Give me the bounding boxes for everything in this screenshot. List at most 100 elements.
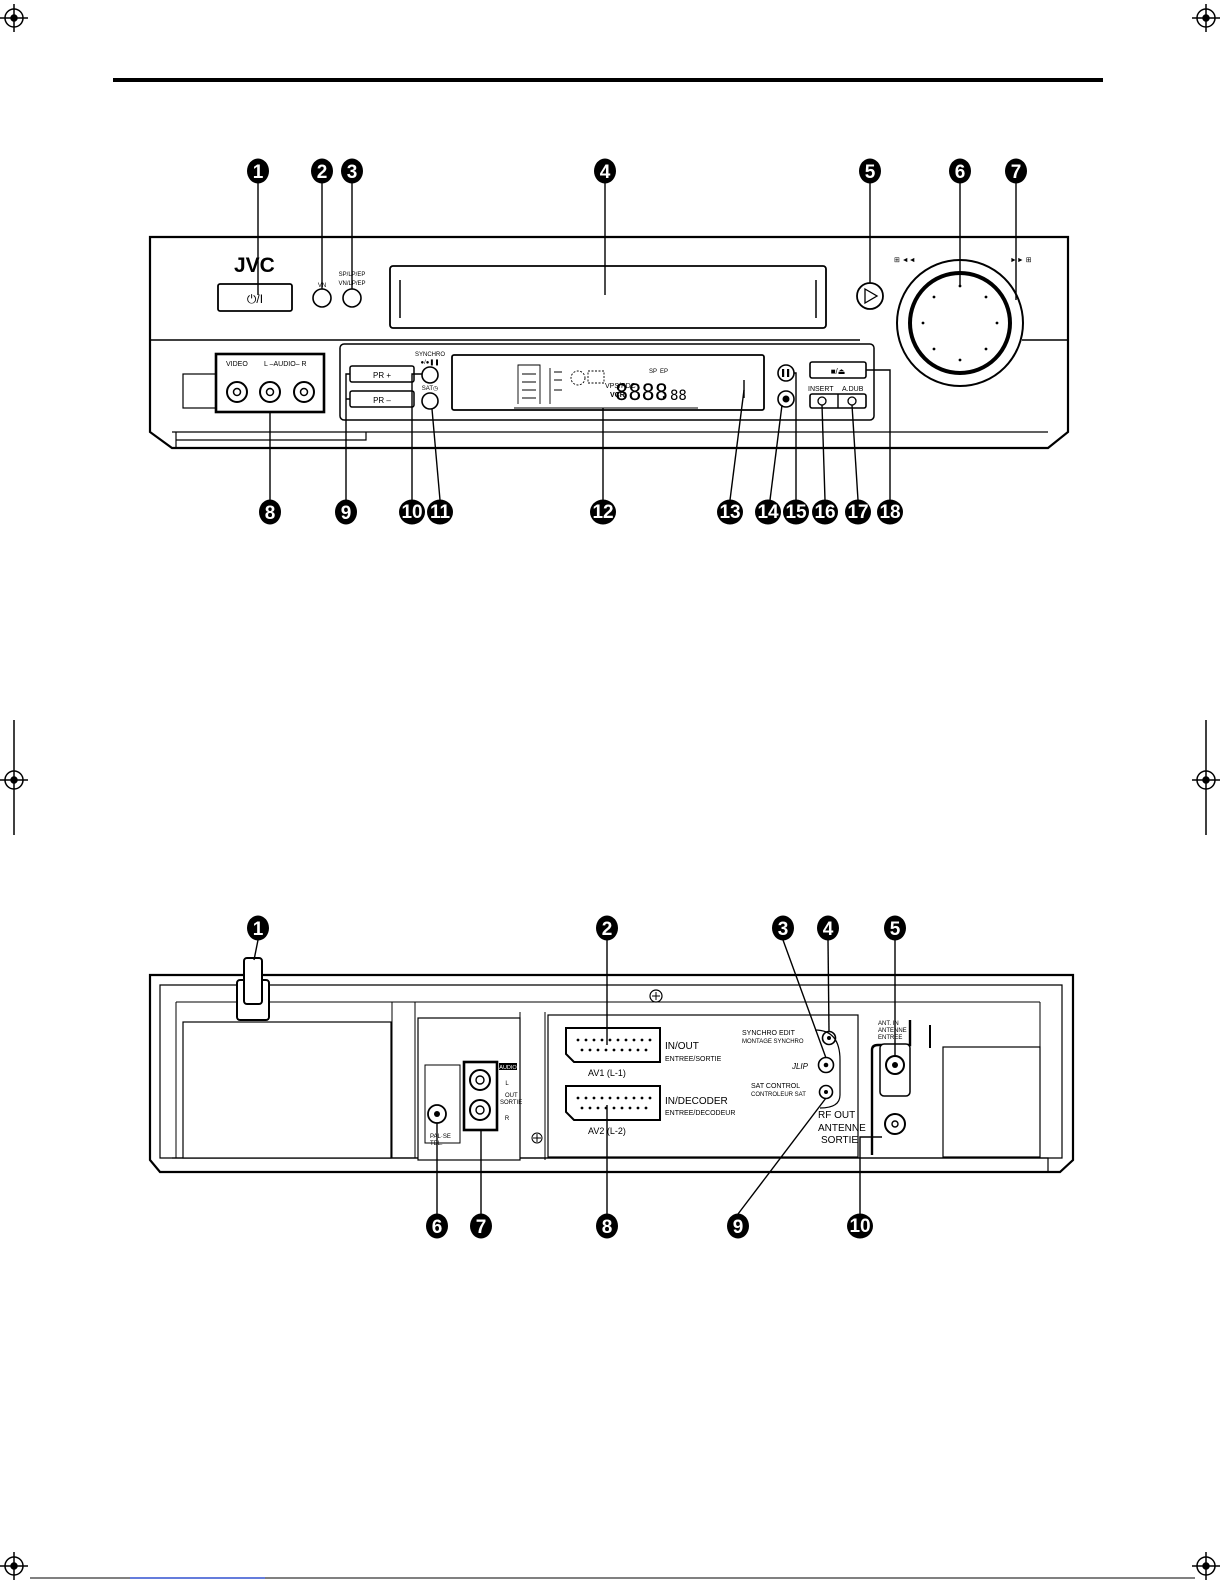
insert-button[interactable] xyxy=(817,396,827,406)
jlip-label: JLIP xyxy=(791,1062,809,1071)
ant-in-label: ANT. IN xyxy=(878,1021,899,1027)
rear-callout-7: 7 xyxy=(476,1217,487,1238)
rf-out-label: RF OUT xyxy=(818,1110,855,1121)
pr-plus-label: PR + xyxy=(373,371,391,380)
stop-eject-icon: ■/⏏ xyxy=(831,367,846,376)
sat-label: SAT◷ xyxy=(422,386,438,392)
front-callout-6: 6 xyxy=(955,162,966,183)
in-decoder-label: IN/DECODER xyxy=(665,1096,728,1107)
cassette-slot xyxy=(389,265,827,329)
vcr-indicator: VCR xyxy=(610,392,625,399)
audio-r-label: R xyxy=(505,1116,510,1122)
rear-callout-10: 10 xyxy=(849,1216,870,1237)
entree-sortie-label: ENTREE/SORTIE xyxy=(665,1056,722,1063)
pr-minus-label: PR – xyxy=(373,396,391,405)
rear-leader-lines xyxy=(253,939,896,1215)
front-callout-4: 4 xyxy=(600,162,611,183)
front-panel-diagram: JVC ⏻/I VN SP/LP/EP VN/LP/EP ⊞ ◄◄ ►► ⊞ V… xyxy=(148,158,1070,525)
audio-r-jack[interactable] xyxy=(293,381,315,403)
play-button[interactable] xyxy=(856,282,884,310)
vps-pdc-label: VPS/PDC xyxy=(605,383,636,390)
audio-out-label: AUDIO xyxy=(499,1065,517,1071)
front-leader-lines xyxy=(257,183,1017,501)
sp-indicator: SP xyxy=(649,369,657,375)
entree-decodeur-label: ENTREE/DECODEUR xyxy=(665,1110,735,1117)
vn-button[interactable] xyxy=(312,288,332,308)
front-callout-17: 17 xyxy=(847,502,868,523)
jog-dots xyxy=(921,284,999,362)
rear-callout-6: 6 xyxy=(432,1217,443,1238)
audio-jack-label: L –AUDIO– R xyxy=(264,361,307,368)
front-callout-2: 2 xyxy=(317,162,328,183)
lcd-small-digits: 88 xyxy=(670,388,687,404)
synchro-button[interactable] xyxy=(421,366,439,384)
video-jack-label: VIDEO xyxy=(226,361,248,368)
front-callout-15: 15 xyxy=(785,502,807,523)
record-icon xyxy=(782,395,790,403)
rear-panel-diagram: PAL·SE TEL. AUDIO L OUT SORTIE R IN/OUT … xyxy=(148,915,1075,1239)
front-callout-5: 5 xyxy=(865,162,876,183)
front-callout-3: 3 xyxy=(347,162,358,183)
front-callout-9: 9 xyxy=(341,503,352,524)
rear-callout-1: 1 xyxy=(253,919,264,940)
insert-label: INSERT xyxy=(808,386,834,393)
audio-l-jack[interactable] xyxy=(259,381,281,403)
brand-logo: JVC xyxy=(234,254,275,277)
antenne-in-label: ANTENNE xyxy=(878,1028,907,1034)
rear-callout-4: 4 xyxy=(823,919,834,940)
front-callout-1: 1 xyxy=(253,162,264,183)
rear-callouts: 1 2 3 4 5 6 7 8 9 10 xyxy=(247,915,906,1239)
rear-callout-9: 9 xyxy=(733,1217,744,1238)
front-callout-12: 12 xyxy=(592,502,613,523)
audio-l-label: L xyxy=(505,1081,509,1087)
av2-pins xyxy=(576,1096,652,1110)
pause-button[interactable] xyxy=(777,364,795,382)
av2-scart-connector[interactable] xyxy=(565,1085,661,1121)
display-segments xyxy=(514,364,698,409)
power-label: ⏻/I xyxy=(247,292,263,306)
rear-callout-2: 2 xyxy=(602,919,613,940)
av1-label: AV1 (L-1) xyxy=(588,1068,626,1078)
video-jack[interactable] xyxy=(226,381,248,403)
power-cord xyxy=(243,957,263,1005)
sat-button[interactable] xyxy=(421,392,439,410)
rear-callout-3: 3 xyxy=(778,919,789,940)
front-callout-13: 13 xyxy=(719,502,740,523)
header-rule xyxy=(113,78,1103,82)
front-callout-18: 18 xyxy=(879,502,900,523)
power-button[interactable] xyxy=(217,283,293,312)
ffwd-label: ►► ⊞ xyxy=(1010,257,1032,264)
in-out-label: IN/OUT xyxy=(665,1041,699,1052)
synchro-symbol: ●/●❚❚ xyxy=(421,359,440,366)
out-label: OUT xyxy=(505,1093,518,1099)
display-window xyxy=(451,354,765,411)
synchro-label: SYNCHRO xyxy=(415,352,445,358)
play-icon xyxy=(864,287,879,305)
synchro-edit-label: SYNCHRO EDIT xyxy=(742,1030,796,1037)
jog-dial[interactable] xyxy=(908,271,1012,375)
rewind-label: ⊞ ◄◄ xyxy=(894,257,916,264)
av1-pins xyxy=(576,1038,652,1052)
front-callout-14: 14 xyxy=(757,502,779,523)
adub-button[interactable] xyxy=(847,396,857,406)
front-callouts: 1 2 3 4 5 6 7 8 9 10 11 12 13 14 15 16 1… xyxy=(247,158,1027,525)
sp-ep-button[interactable] xyxy=(342,288,362,308)
sat-control-label: SAT CONTROL xyxy=(751,1083,800,1090)
front-callout-11: 11 xyxy=(430,502,451,523)
adub-label: A.DUB xyxy=(842,386,864,393)
montage-synchro-label: MONTAGE SYNCHRO xyxy=(742,1039,804,1045)
rear-callout-5: 5 xyxy=(890,919,901,940)
sortie-label: SORTIE xyxy=(821,1135,858,1146)
rf-out-connector[interactable] xyxy=(884,1113,906,1135)
antenne-label: ANTENNE xyxy=(818,1123,866,1134)
front-callout-8: 8 xyxy=(265,503,276,524)
front-callout-16: 16 xyxy=(814,502,835,523)
rear-callout-8: 8 xyxy=(602,1217,613,1238)
audio-out-r-jack[interactable] xyxy=(469,1099,491,1121)
audio-out-l-jack[interactable] xyxy=(469,1069,491,1091)
lcd-colon: : xyxy=(660,387,667,401)
av1-scart-connector[interactable] xyxy=(565,1027,661,1063)
pause-icon xyxy=(782,369,785,377)
front-callout-7: 7 xyxy=(1011,162,1022,183)
